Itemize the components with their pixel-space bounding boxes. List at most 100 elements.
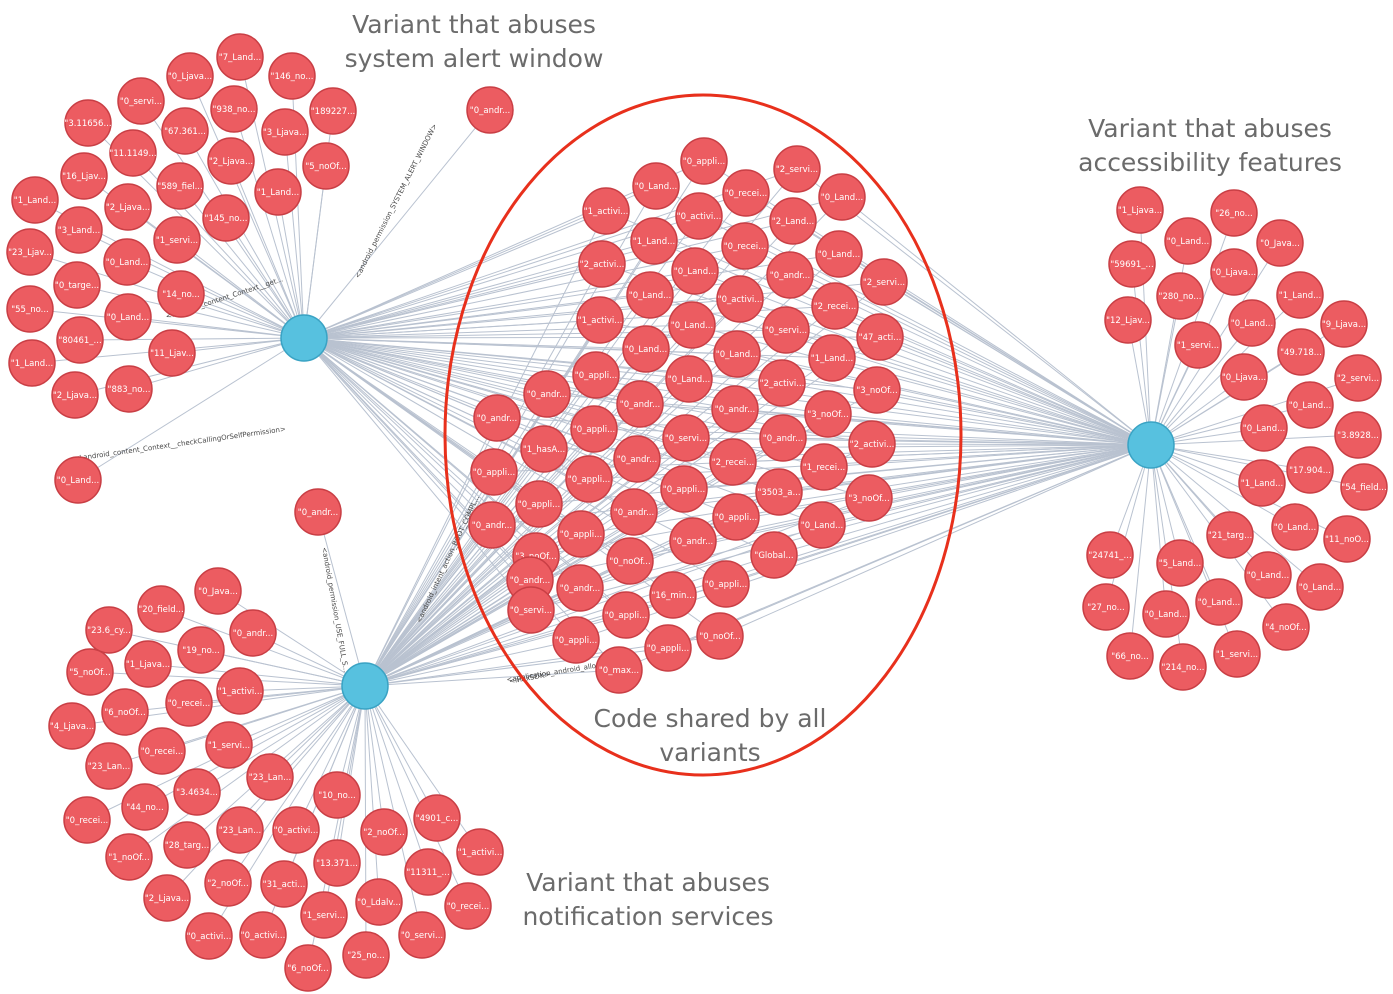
graph-node[interactable]: "0_Land... [632, 162, 680, 210]
graph-node[interactable]: "1_Land... [630, 217, 678, 265]
graph-node[interactable]: "26_no... [1210, 189, 1258, 237]
graph-node[interactable]: "2_recei... [709, 438, 757, 486]
graph-node[interactable]: "0_Ljava... [1210, 248, 1258, 296]
graph-node[interactable]: "11_Ljav... [148, 329, 196, 377]
graph-node[interactable]: "0_recei... [444, 882, 492, 930]
graph-node[interactable]: "0_appli... [602, 591, 650, 639]
graph-node[interactable]: "0_Land... [103, 238, 151, 286]
graph-node[interactable]: "0_appli... [712, 493, 760, 541]
graph-node[interactable]: "55_no... [6, 285, 54, 333]
graph-node[interactable]: "2_servi... [860, 258, 908, 306]
graph-node[interactable]: "0_max... [595, 646, 643, 694]
graph-node[interactable]: "47_acti... [856, 313, 904, 361]
graph-node[interactable]: "0_servi... [507, 586, 555, 634]
graph-node[interactable]: "27_no... [1082, 583, 1130, 631]
graph-node[interactable]: "5_noOf... [302, 142, 350, 190]
graph-node[interactable]: "4901_c... [413, 794, 461, 842]
graph-node[interactable]: "23_Lan... [246, 753, 294, 801]
graph-node[interactable]: "6_noOf... [101, 688, 149, 736]
graph-node[interactable]: "9_Ljava... [1320, 300, 1368, 348]
graph-node[interactable]: "0_Land... [1244, 551, 1292, 599]
graph-node[interactable]: "0_andr... [523, 370, 571, 418]
graph-node[interactable]: "0_andr... [229, 609, 277, 657]
variant-hub-node[interactable] [341, 662, 389, 710]
graph-node[interactable]: "280_no... [1156, 272, 1204, 320]
graph-node[interactable]: "146_no... [268, 52, 316, 100]
variant-hub-node[interactable] [1127, 421, 1175, 469]
graph-node[interactable]: "2_recei... [811, 282, 859, 330]
graph-node[interactable]: "0_Land... [54, 456, 102, 504]
graph-node[interactable]: "0_noOf... [696, 612, 744, 660]
graph-node[interactable]: "4_noOf... [1262, 603, 1310, 651]
graph-node[interactable]: "0_activi... [185, 912, 233, 960]
graph-node[interactable]: "0_Ldalv... [355, 878, 403, 926]
graph-node[interactable]: "0_recei... [721, 222, 769, 270]
graph-node[interactable]: "0_Land... [1228, 299, 1276, 347]
graph-node[interactable]: "214_no... [1159, 643, 1207, 691]
graph-node[interactable]: "2_activi... [848, 420, 896, 468]
graph-node[interactable]: "2_Ljava... [51, 371, 99, 419]
graph-node[interactable]: "0_activi... [239, 911, 287, 959]
graph-node[interactable]: "0_Ljava... [166, 52, 214, 100]
graph-node[interactable]: "0_servi... [762, 306, 810, 354]
graph-node[interactable]: "25_no... [342, 931, 390, 979]
graph-node[interactable]: "Global... [750, 531, 798, 579]
graph-node[interactable]: "3_noOf... [853, 366, 901, 414]
graph-node[interactable]: "23_Ljav... [6, 228, 54, 276]
graph-node[interactable]: "3_Ljava... [261, 108, 309, 156]
graph-node[interactable]: "1_Land... [1276, 271, 1324, 319]
graph-node[interactable]: "0_andr... [466, 86, 514, 134]
graph-node[interactable]: "0_Land... [622, 325, 670, 373]
graph-node[interactable]: "2_Ljava... [207, 137, 255, 185]
graph-node[interactable]: "23_Lan... [216, 806, 264, 854]
graph-node[interactable]: "2_noOf... [204, 859, 252, 907]
graph-node[interactable]: "5_noOf... [66, 648, 114, 696]
graph-node[interactable]: "54_field... [1340, 463, 1388, 511]
variant-hub-node[interactable] [280, 314, 328, 362]
graph-node[interactable]: "0_andr... [711, 385, 759, 433]
graph-node[interactable]: "0_Land... [104, 293, 152, 341]
graph-node[interactable]: "0_Land... [1271, 503, 1319, 551]
graph-node[interactable]: "0_Land... [1240, 404, 1288, 452]
graph-node[interactable]: "2_servi... [1334, 354, 1382, 402]
graph-node[interactable]: "67.361... [161, 107, 209, 155]
graph-node[interactable]: "11311_... [404, 848, 452, 896]
graph-node[interactable]: "14_no... [157, 270, 205, 318]
graph-node[interactable]: "938_no... [210, 85, 258, 133]
graph-node[interactable]: "11_noO... [1323, 515, 1371, 563]
graph-node[interactable]: "1_noOf... [105, 833, 153, 881]
graph-node[interactable]: "0_appli... [570, 405, 618, 453]
graph-node[interactable]: "20_field... [137, 585, 185, 633]
graph-node[interactable]: "0_Land... [713, 330, 761, 378]
graph-node[interactable]: "1_Land... [8, 339, 56, 387]
graph-node[interactable]: "1_Land... [11, 176, 59, 224]
graph-node[interactable]: "0_andr... [766, 251, 814, 299]
graph-node[interactable]: "16_min... [649, 571, 697, 619]
graph-node[interactable]: "0_appli... [515, 480, 563, 528]
graph-node[interactable]: "0_Ljava... [1220, 353, 1268, 401]
graph-node[interactable]: "0_Land... [668, 301, 716, 349]
graph-node[interactable]: "2_Ljava... [143, 874, 191, 922]
graph-node[interactable]: "0_Land... [1296, 563, 1344, 611]
graph-node[interactable]: "19_no... [177, 626, 225, 674]
graph-node[interactable]: "0_servi... [117, 77, 165, 125]
graph-node[interactable]: "0_andr... [610, 488, 658, 536]
graph-node[interactable]: "23_Lan... [85, 742, 133, 790]
graph-node[interactable]: "0_targe... [53, 261, 101, 309]
graph-node[interactable]: "1_activi... [576, 296, 624, 344]
graph-node[interactable]: "0_Java... [194, 567, 242, 615]
graph-node[interactable]: "13.371... [313, 839, 361, 887]
graph-node[interactable]: "16_Ljav... [60, 152, 108, 200]
graph-node[interactable]: "17.904... [1286, 446, 1334, 494]
graph-node[interactable]: "1_Ljava... [1116, 186, 1164, 234]
graph-node[interactable]: "0_activi... [272, 806, 320, 854]
graph-node[interactable]: "7_Land... [216, 33, 264, 81]
graph-node[interactable]: "0_recei... [138, 727, 186, 775]
graph-node[interactable]: "0_appli... [565, 455, 613, 503]
graph-node[interactable]: "1_Land... [254, 168, 302, 216]
graph-node[interactable]: "883_no... [105, 365, 153, 413]
graph-node[interactable]: "11.1149... [109, 129, 157, 177]
graph-node[interactable]: "80461_... [56, 316, 104, 364]
graph-node[interactable]: "0_appli... [660, 465, 708, 513]
graph-node[interactable]: "1_servi... [205, 721, 253, 769]
